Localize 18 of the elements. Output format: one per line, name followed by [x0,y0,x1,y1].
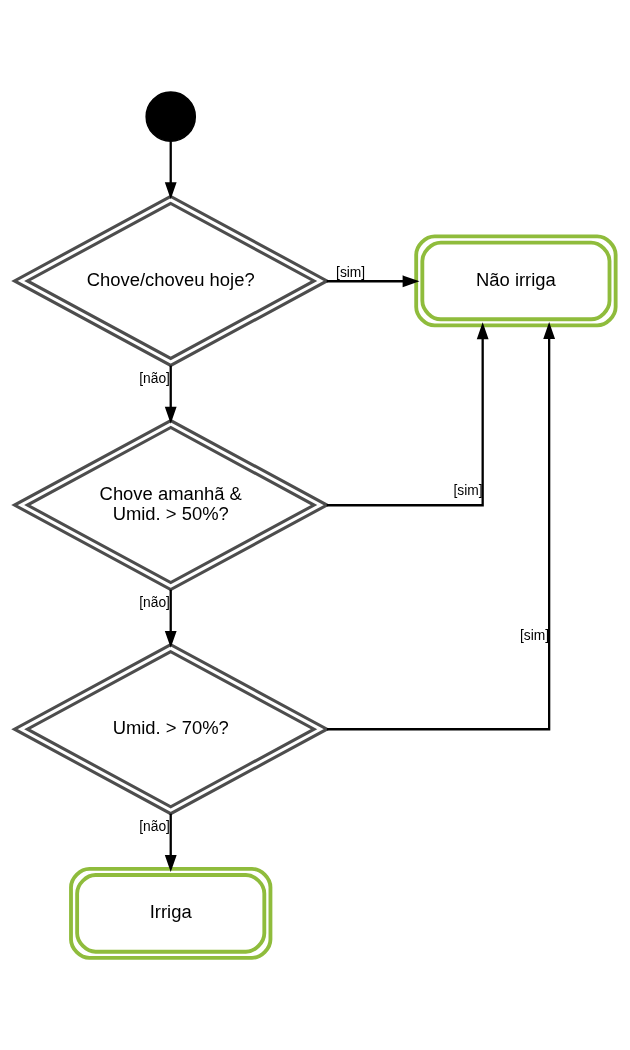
arrow [164,813,177,873]
edge-label: [sim] [453,483,483,499]
arrow [326,322,489,507]
node-circle [145,91,197,142]
arrow [326,322,556,731]
arrow [164,365,177,424]
arrow [164,589,177,648]
edge-label: [não] [139,594,170,610]
arrow [326,275,420,288]
edge-label: [sim] [336,264,366,280]
node-box: Não irriga [414,234,618,328]
edge-label: [sim] [520,628,550,644]
node-diamond: Umid. > 70%? [11,642,331,816]
edge-label: [não] [139,370,170,386]
node-diamond: Chove/choveu hoje? [11,194,331,368]
edge-label: [não] [139,818,170,834]
arrow [164,141,177,200]
node-box: Irriga [69,866,273,960]
